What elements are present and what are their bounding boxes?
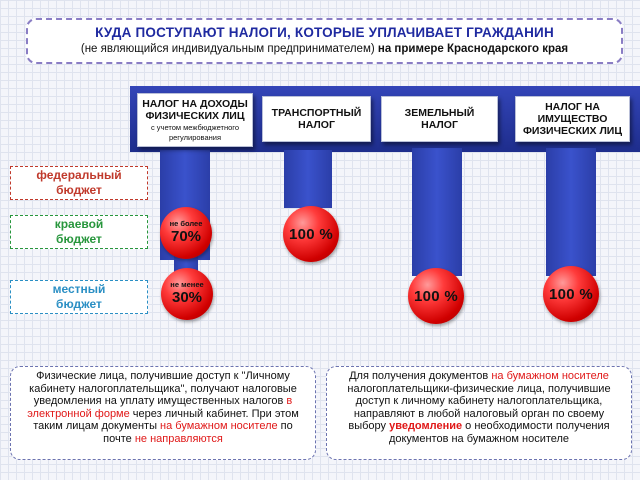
budget-local-line1: местный [52,282,106,296]
page-subtitle: (не являющийся индивидуальным предприним… [28,43,621,55]
tax-ndfl-note1: с учетом межбюджетного [150,123,240,132]
share-land-local: 100 % [408,268,464,324]
share-ndfl-local: не менее 30% [161,268,213,320]
info-left-highlight-2: на бумажном носителе [160,420,278,432]
pillar-transport [284,150,332,208]
share-ndfl-regional-value: 70% [170,228,202,245]
share-transport-value: 100 % [288,225,334,243]
subtitle-bold: на примере Краснодарского края [377,43,569,55]
tax-box-property: НАЛОГ НА ИМУЩЕСТВО ФИЗИЧЕСКИХ ЛИЦ [515,96,630,142]
info-left-text-1: Физические лица, получившие доступ к "Ли… [29,370,297,407]
tax-ndfl-line2: ФИЗИЧЕСКИХ ЛИЦ [145,110,245,122]
budget-federal-line2: бюджет [56,183,102,197]
share-ndfl-regional: не более 70% [160,207,212,259]
tax-box-ndfl: НАЛОГ НА ДОХОДЫ ФИЗИЧЕСКИХ ЛИЦ с учетом … [137,93,253,147]
info-right-text-1: Для получения документов [349,370,492,382]
share-property-local: 100 % [543,266,599,322]
tax-property-line1: НАЛОГ НА [545,101,600,113]
tax-property-line2: ИМУЩЕСТВО [537,113,608,125]
tax-box-land: ЗЕМЕЛЬНЫЙ НАЛОГ [381,96,498,142]
page-title: КУДА ПОСТУПАЮТ НАЛОГИ, КОТОРЫЕ УПЛАЧИВАЕ… [95,25,554,40]
info-right-text-2: налогоплательщики-физические лица, получ… [347,382,611,433]
tax-box-transport: ТРАНСПОРТНЫЙ НАЛОГ [262,96,371,142]
info-left-text-3: по почте [103,420,293,445]
info-right-text-3: о необходимости получения документов на … [388,420,610,445]
pillar-property [546,148,596,276]
info-right-highlight-2: уведомление [389,420,463,432]
subtitle-plain: (не являющийся индивидуальным предприним… [80,43,378,55]
pillar-land [412,148,462,276]
budget-federal-line1: федеральный [36,168,122,182]
info-right-highlight-1: на бумажном носителе [491,370,609,382]
tax-land-line2: НАЛОГ [421,119,458,131]
share-ndfl-local-value: 30% [171,289,203,306]
share-ndfl-local-qualifier: не менее [170,280,204,289]
info-box-electronic: Физические лица, получившие доступ к "Ли… [10,366,316,460]
title-box: КУДА ПОСТУПАЮТ НАЛОГИ, КОТОРЫЕ УПЛАЧИВАЕ… [26,18,623,64]
share-land-value: 100 % [413,287,459,305]
share-transport-regional: 100 % [283,206,339,262]
share-ndfl-regional-qualifier: не более [169,219,203,228]
info-left-text-2: через личный кабинет. При этом таким лиц… [33,407,299,433]
info-left-highlight-3: не направляются [134,432,223,445]
tax-ndfl-line1: НАЛОГ НА ДОХОДЫ [142,98,248,110]
budget-local-line2: бюджет [56,297,102,311]
tax-property-line3: ФИЗИЧЕСКИХ ЛИЦ [522,125,623,137]
share-property-value: 100 % [548,285,594,303]
tax-transport-line2: НАЛОГ [298,119,335,131]
info-left-highlight-1: в электронной форме [27,395,293,420]
tax-ndfl-note2: регулирования [168,133,222,142]
tax-land-line1: ЗЕМЕЛЬНЫЙ [404,107,475,119]
info-box-paper: Для получения документов на бумажном нос… [326,366,632,460]
budget-regional-line1: краевой [54,217,104,231]
budget-regional-line2: бюджет [56,232,102,246]
tax-transport-line1: ТРАНСПОРТНЫЙ [271,107,362,119]
